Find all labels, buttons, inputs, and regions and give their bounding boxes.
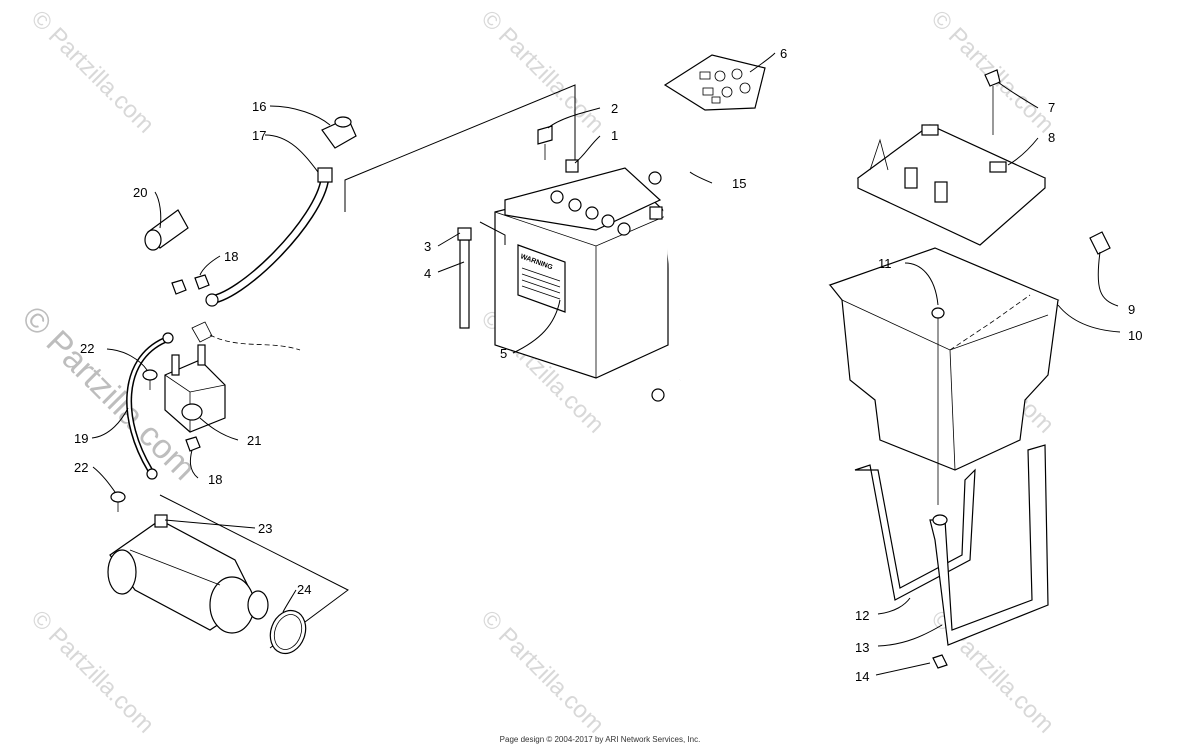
starter-solenoid xyxy=(164,344,226,433)
callout-14: 14 xyxy=(855,669,869,684)
clip xyxy=(1089,231,1111,255)
callout-24: 24 xyxy=(297,582,311,597)
callout-labels: 1 2 3 4 5 6 7 8 9 10 11 12 13 14 15 16 1… xyxy=(74,46,1142,684)
battery-cable xyxy=(648,171,739,402)
callout-1: 1 xyxy=(611,128,618,143)
starter-wire xyxy=(126,332,174,480)
callout-15: 15 xyxy=(732,176,746,191)
callout-22: 22 xyxy=(74,460,88,475)
starter-motor xyxy=(107,514,269,634)
callout-13: 13 xyxy=(855,640,869,655)
callout-17: 17 xyxy=(252,128,266,143)
callout-10: 10 xyxy=(1128,328,1142,343)
callout-23: 23 xyxy=(258,521,272,536)
callout-19: 19 xyxy=(74,431,88,446)
callout-8: 8 xyxy=(1048,130,1055,145)
callout-22: 22 xyxy=(80,341,94,356)
vent-tube xyxy=(457,227,472,329)
callout-2: 2 xyxy=(611,101,618,116)
terminal-boot xyxy=(144,209,189,251)
watermark: © Partzilla.com xyxy=(26,5,159,138)
watermark: © Partzilla.com xyxy=(26,605,159,738)
clip xyxy=(984,69,1001,135)
battery-box xyxy=(828,247,1060,471)
callout-18: 18 xyxy=(224,249,238,264)
callout-7: 7 xyxy=(1048,100,1055,115)
screw xyxy=(110,369,158,512)
callout-18: 18 xyxy=(208,472,222,487)
callout-12: 12 xyxy=(855,608,869,623)
solenoid-cable xyxy=(205,167,333,307)
callout-6: 6 xyxy=(780,46,787,61)
o-ring xyxy=(269,609,307,655)
battery: WARNING xyxy=(494,159,669,379)
battery-tray xyxy=(856,124,1047,246)
callout-3: 3 xyxy=(424,239,431,254)
footer-credit: Page design © 2004-2017 by ARI Network S… xyxy=(499,735,701,744)
callout-16: 16 xyxy=(252,99,266,114)
screw xyxy=(931,307,945,505)
nut xyxy=(932,654,948,669)
watermark: © Partzilla.com xyxy=(476,605,609,738)
callout-20: 20 xyxy=(133,185,147,200)
callout-5: 5 xyxy=(500,346,507,361)
battery-terminal-bolt xyxy=(537,125,553,160)
callout-11: 11 xyxy=(878,256,892,271)
hardware-kit xyxy=(663,54,766,111)
terminal-boot xyxy=(321,116,357,149)
hold-down-strap xyxy=(854,444,1049,646)
callout-4: 4 xyxy=(424,266,431,281)
callout-21: 21 xyxy=(247,433,261,448)
watermark: © Partzilla.com xyxy=(476,5,609,138)
nut xyxy=(171,274,210,452)
callout-9: 9 xyxy=(1128,302,1135,317)
